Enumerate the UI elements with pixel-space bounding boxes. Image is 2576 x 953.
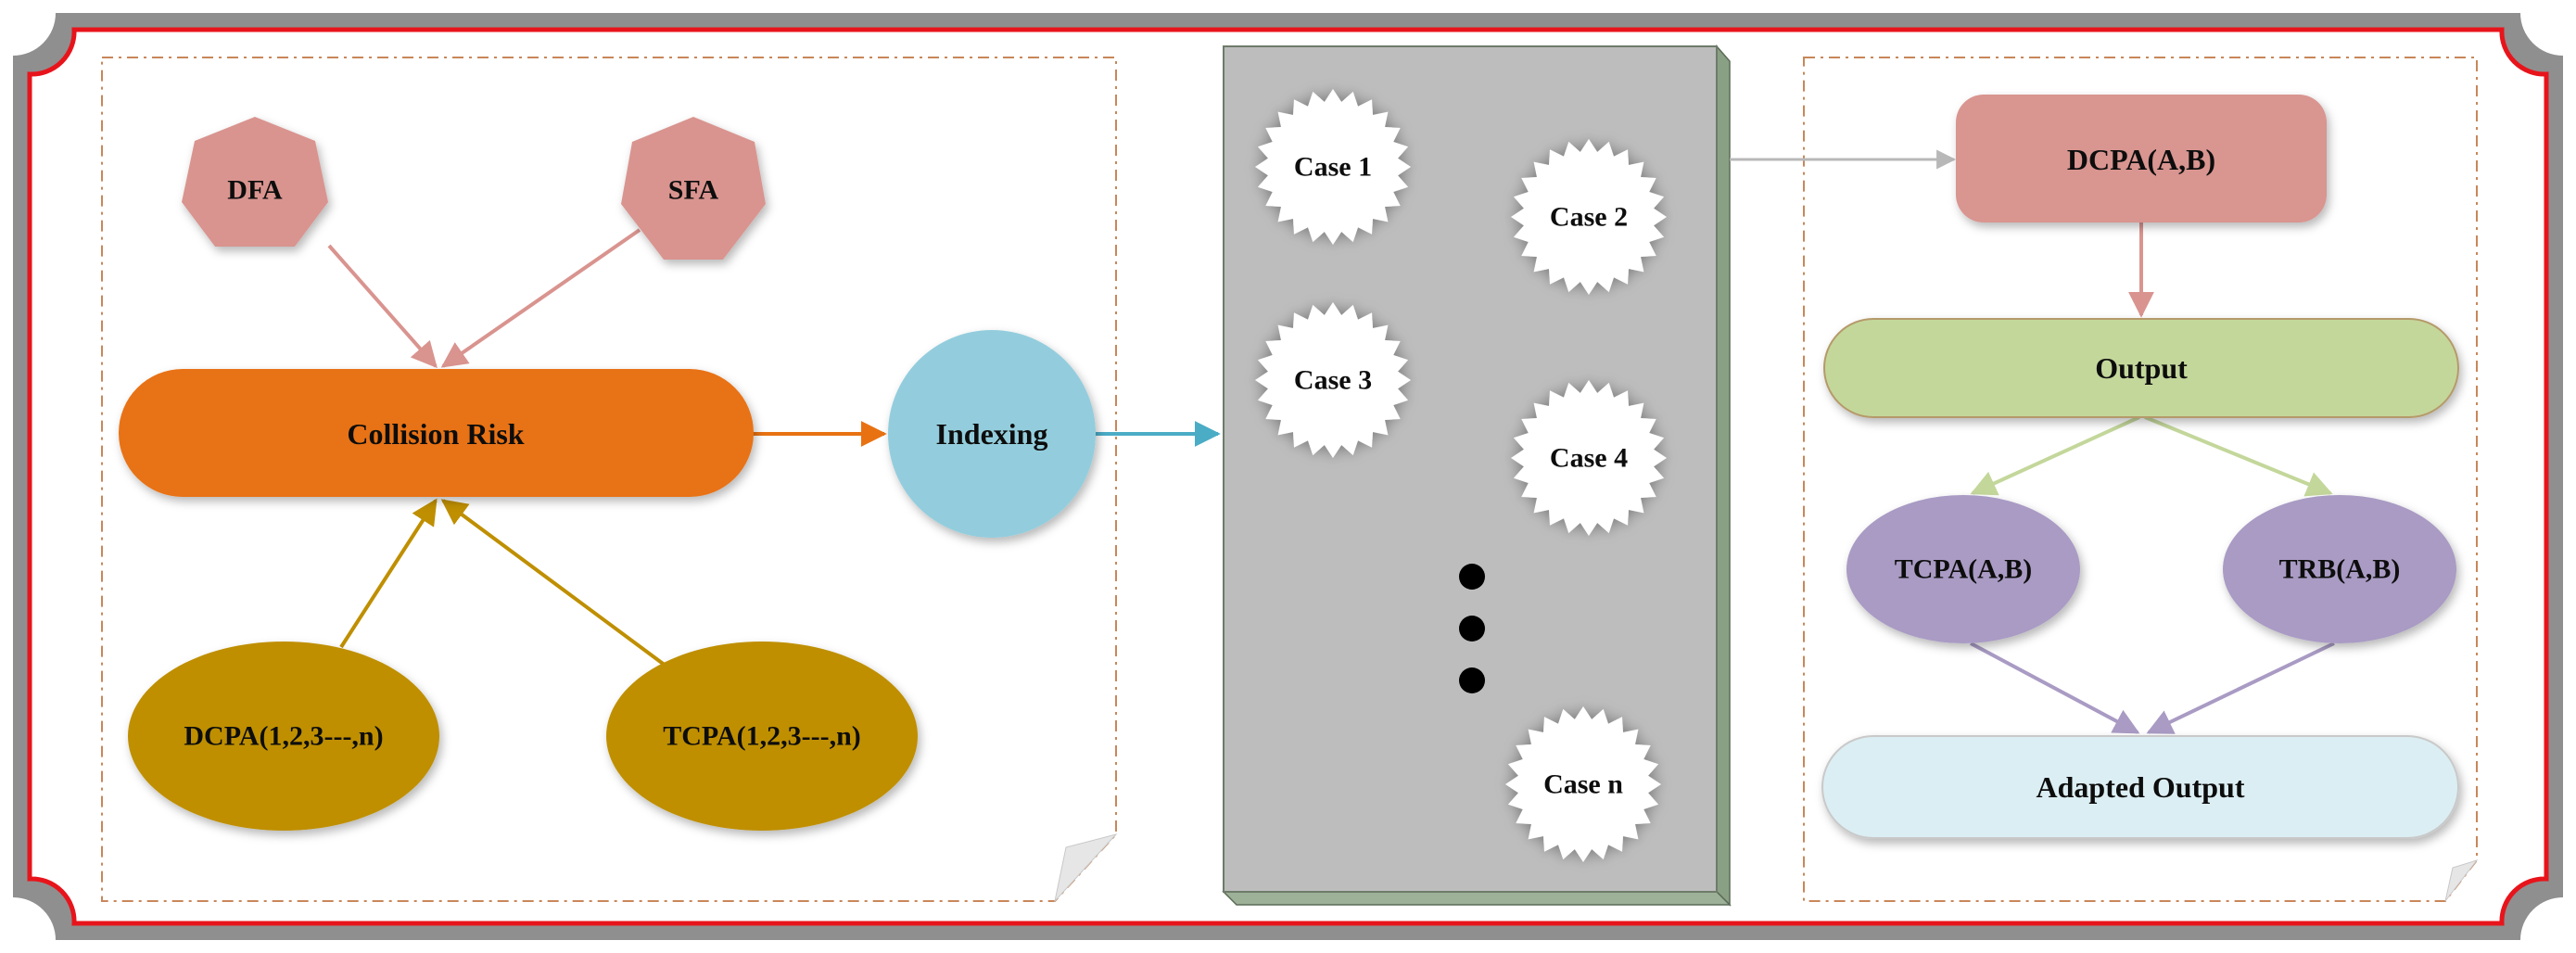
arrow-tcpa-to-adapted [1970,642,2140,734]
arrow-sfa-to-risk [440,228,641,368]
case-3-node: Case 3 [1255,302,1411,458]
right-panel-page-curl [2444,859,2479,902]
arrow-tcpa-to-risk [440,499,667,667]
sfa-node: SFA [621,117,766,260]
case-2-label: Case 2 [1550,202,1628,233]
trb-ab-label: TRB(A,B) [2279,554,2401,585]
arrow-dcpa-to-risk [339,498,438,649]
trb-ab-node: TRB(A,B) [2223,495,2456,643]
dfa-node: DFA [182,117,328,247]
case-4-node: Case 4 [1511,380,1667,536]
right-panel [1803,57,2478,902]
arrow-dfa-to-risk [327,244,438,369]
output-label: Output [2095,351,2188,385]
left-panel-page-curl [1054,833,1118,903]
adapted-output-label: Adapted Output [2037,770,2245,804]
collision-risk-label: Collision Risk [347,417,524,451]
dcpa-series-label: DCPA(1,2,3---,n) [184,721,383,752]
case-n-label: Case n [1543,769,1623,800]
case-2-node: Case 2 [1511,139,1667,295]
case-3-label: Case 3 [1294,365,1372,396]
sfa-label: SFA [668,175,719,206]
collision-risk-node: Collision Risk [119,369,754,497]
indexing-label: Indexing [936,417,1048,451]
arrow-output-to-trb [2144,415,2333,497]
dcpa-series-node: DCPA(1,2,3---,n) [128,642,439,831]
adapted-output-node: Adapted Output [1821,735,2459,839]
ellipsis-dots [1459,564,1485,693]
dcpa-ab-node: DCPA(A,B) [1956,95,2327,222]
case-1-node: Case 1 [1255,89,1411,245]
tcpa-ab-node: TCPA(A,B) [1846,495,2080,643]
arrow-trb-to-adapted [2146,642,2335,734]
tcpa-series-label: TCPA(1,2,3---,n) [663,721,861,752]
indexing-node: Indexing [888,330,1096,538]
tcpa-ab-label: TCPA(A,B) [1895,554,2033,585]
tcpa-series-node: TCPA(1,2,3---,n) [606,642,918,831]
dfa-label: DFA [227,175,283,206]
case-n-node: Case n [1505,706,1661,862]
output-node: Output [1823,318,2459,418]
dcpa-ab-label: DCPA(A,B) [2067,143,2215,176]
arrow-output-to-tcpa [1970,415,2140,496]
case-1-label: Case 1 [1294,152,1372,183]
case-4-label: Case 4 [1550,443,1628,474]
